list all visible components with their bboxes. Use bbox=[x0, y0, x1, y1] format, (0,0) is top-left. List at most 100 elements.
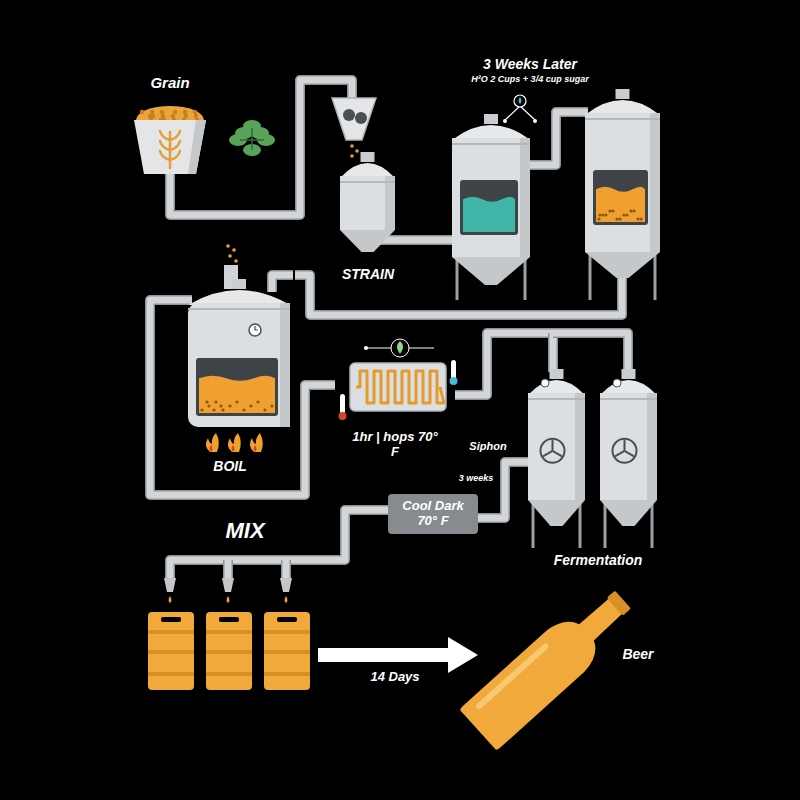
pipe bbox=[225, 560, 232, 580]
pipe-outline bbox=[150, 300, 335, 495]
gauge bbox=[613, 379, 621, 387]
pipe bbox=[438, 237, 454, 244]
keg bbox=[206, 612, 252, 690]
tank-band bbox=[340, 181, 395, 183]
gauge bbox=[249, 324, 261, 336]
grain-dot bbox=[611, 209, 614, 212]
grain-dot bbox=[228, 404, 231, 407]
grain-drop bbox=[350, 144, 354, 148]
grain-dot bbox=[632, 209, 635, 212]
pipe-outline bbox=[410, 235, 440, 245]
grain-dot bbox=[214, 400, 217, 403]
tank-band bbox=[452, 143, 530, 145]
tank-leg bbox=[654, 252, 657, 300]
tank bbox=[340, 152, 395, 252]
tank-cone bbox=[340, 230, 395, 252]
tank-leg bbox=[589, 252, 592, 300]
keg-band bbox=[148, 650, 194, 654]
tank bbox=[600, 369, 657, 548]
tank-band bbox=[188, 308, 290, 310]
node-label: 3 Weeks Later bbox=[483, 56, 577, 72]
tank-nub bbox=[484, 114, 498, 124]
tank-nub bbox=[550, 369, 564, 379]
keg-body bbox=[148, 612, 194, 690]
hop-icon bbox=[364, 339, 434, 357]
tank-shade bbox=[280, 303, 290, 427]
pipe bbox=[272, 275, 293, 292]
grain-dot bbox=[263, 408, 266, 411]
grain-kernel bbox=[173, 110, 177, 114]
node-label: BOIL bbox=[213, 458, 246, 474]
tank-window bbox=[460, 180, 518, 235]
tank-window bbox=[196, 358, 278, 416]
tank-cone bbox=[528, 500, 585, 526]
flame bbox=[250, 433, 263, 452]
pipe bbox=[438, 235, 454, 245]
grain-dot bbox=[618, 217, 621, 220]
grain-dot bbox=[604, 213, 607, 216]
grain-kernel bbox=[184, 114, 188, 118]
fan-blade bbox=[543, 451, 553, 457]
hop-lobe bbox=[235, 127, 253, 139]
grain-kernel bbox=[193, 110, 197, 114]
tank-shade bbox=[575, 393, 585, 500]
steam-dot bbox=[234, 259, 238, 263]
bucket-body bbox=[134, 120, 206, 174]
drip bbox=[285, 596, 288, 603]
tank-nub bbox=[232, 279, 246, 289]
conditioning-tanks: 3 Weeks LaterH²O 2 Cups + 3/4 cup sugar bbox=[440, 56, 670, 300]
fan-ring bbox=[541, 439, 565, 463]
icon-ring bbox=[391, 339, 409, 357]
pipe bbox=[548, 333, 558, 372]
keg-body bbox=[264, 612, 310, 690]
grain-drop bbox=[355, 149, 359, 153]
coil bbox=[356, 371, 444, 403]
grain-dot bbox=[598, 213, 601, 216]
bottle-cap bbox=[607, 591, 631, 616]
keg-band bbox=[148, 630, 194, 634]
pipe bbox=[283, 560, 290, 580]
mill-roller bbox=[355, 112, 367, 124]
pipe bbox=[170, 560, 320, 580]
flame bbox=[228, 433, 241, 452]
tank-leg bbox=[532, 500, 535, 548]
keg bbox=[264, 612, 310, 690]
grain-dot bbox=[601, 213, 604, 216]
flame-core bbox=[210, 445, 213, 452]
mill-hopper bbox=[332, 98, 376, 158]
fan-ring bbox=[613, 439, 637, 463]
icon-dot bbox=[533, 119, 537, 123]
keg-handle bbox=[277, 617, 297, 622]
grain-dot bbox=[629, 209, 632, 212]
note-label: 3 weeks bbox=[459, 473, 494, 483]
tank bbox=[585, 89, 660, 300]
pipe-outline bbox=[318, 510, 388, 560]
tank-body bbox=[528, 393, 585, 500]
tap bbox=[164, 578, 176, 592]
keg-band bbox=[206, 672, 252, 676]
thermometer bbox=[340, 394, 345, 414]
grain-dot bbox=[219, 404, 222, 407]
keg-band bbox=[148, 672, 194, 676]
pipe bbox=[478, 462, 520, 518]
tank-dome bbox=[188, 290, 290, 305]
tank-dome bbox=[600, 380, 657, 395]
node-label: Fermentation bbox=[554, 552, 643, 568]
keg-group: MIX bbox=[140, 516, 318, 696]
pipe bbox=[410, 237, 440, 244]
tank-nub bbox=[616, 89, 630, 99]
pipe bbox=[619, 275, 626, 302]
pipe-outline bbox=[170, 80, 352, 215]
grain-dot bbox=[205, 400, 208, 403]
grain-kernel bbox=[148, 114, 152, 118]
flame-core bbox=[232, 445, 235, 452]
tank-body bbox=[452, 138, 530, 257]
grain-kernel bbox=[160, 110, 164, 114]
fermentation-tanks: Fermentation bbox=[520, 345, 670, 572]
beer-bottle: Beer bbox=[478, 570, 678, 760]
pipe bbox=[272, 275, 293, 292]
water-drop bbox=[519, 97, 522, 104]
bucket-shade bbox=[188, 120, 206, 174]
hop-leaf bbox=[229, 120, 275, 156]
grain-dot bbox=[221, 408, 224, 411]
